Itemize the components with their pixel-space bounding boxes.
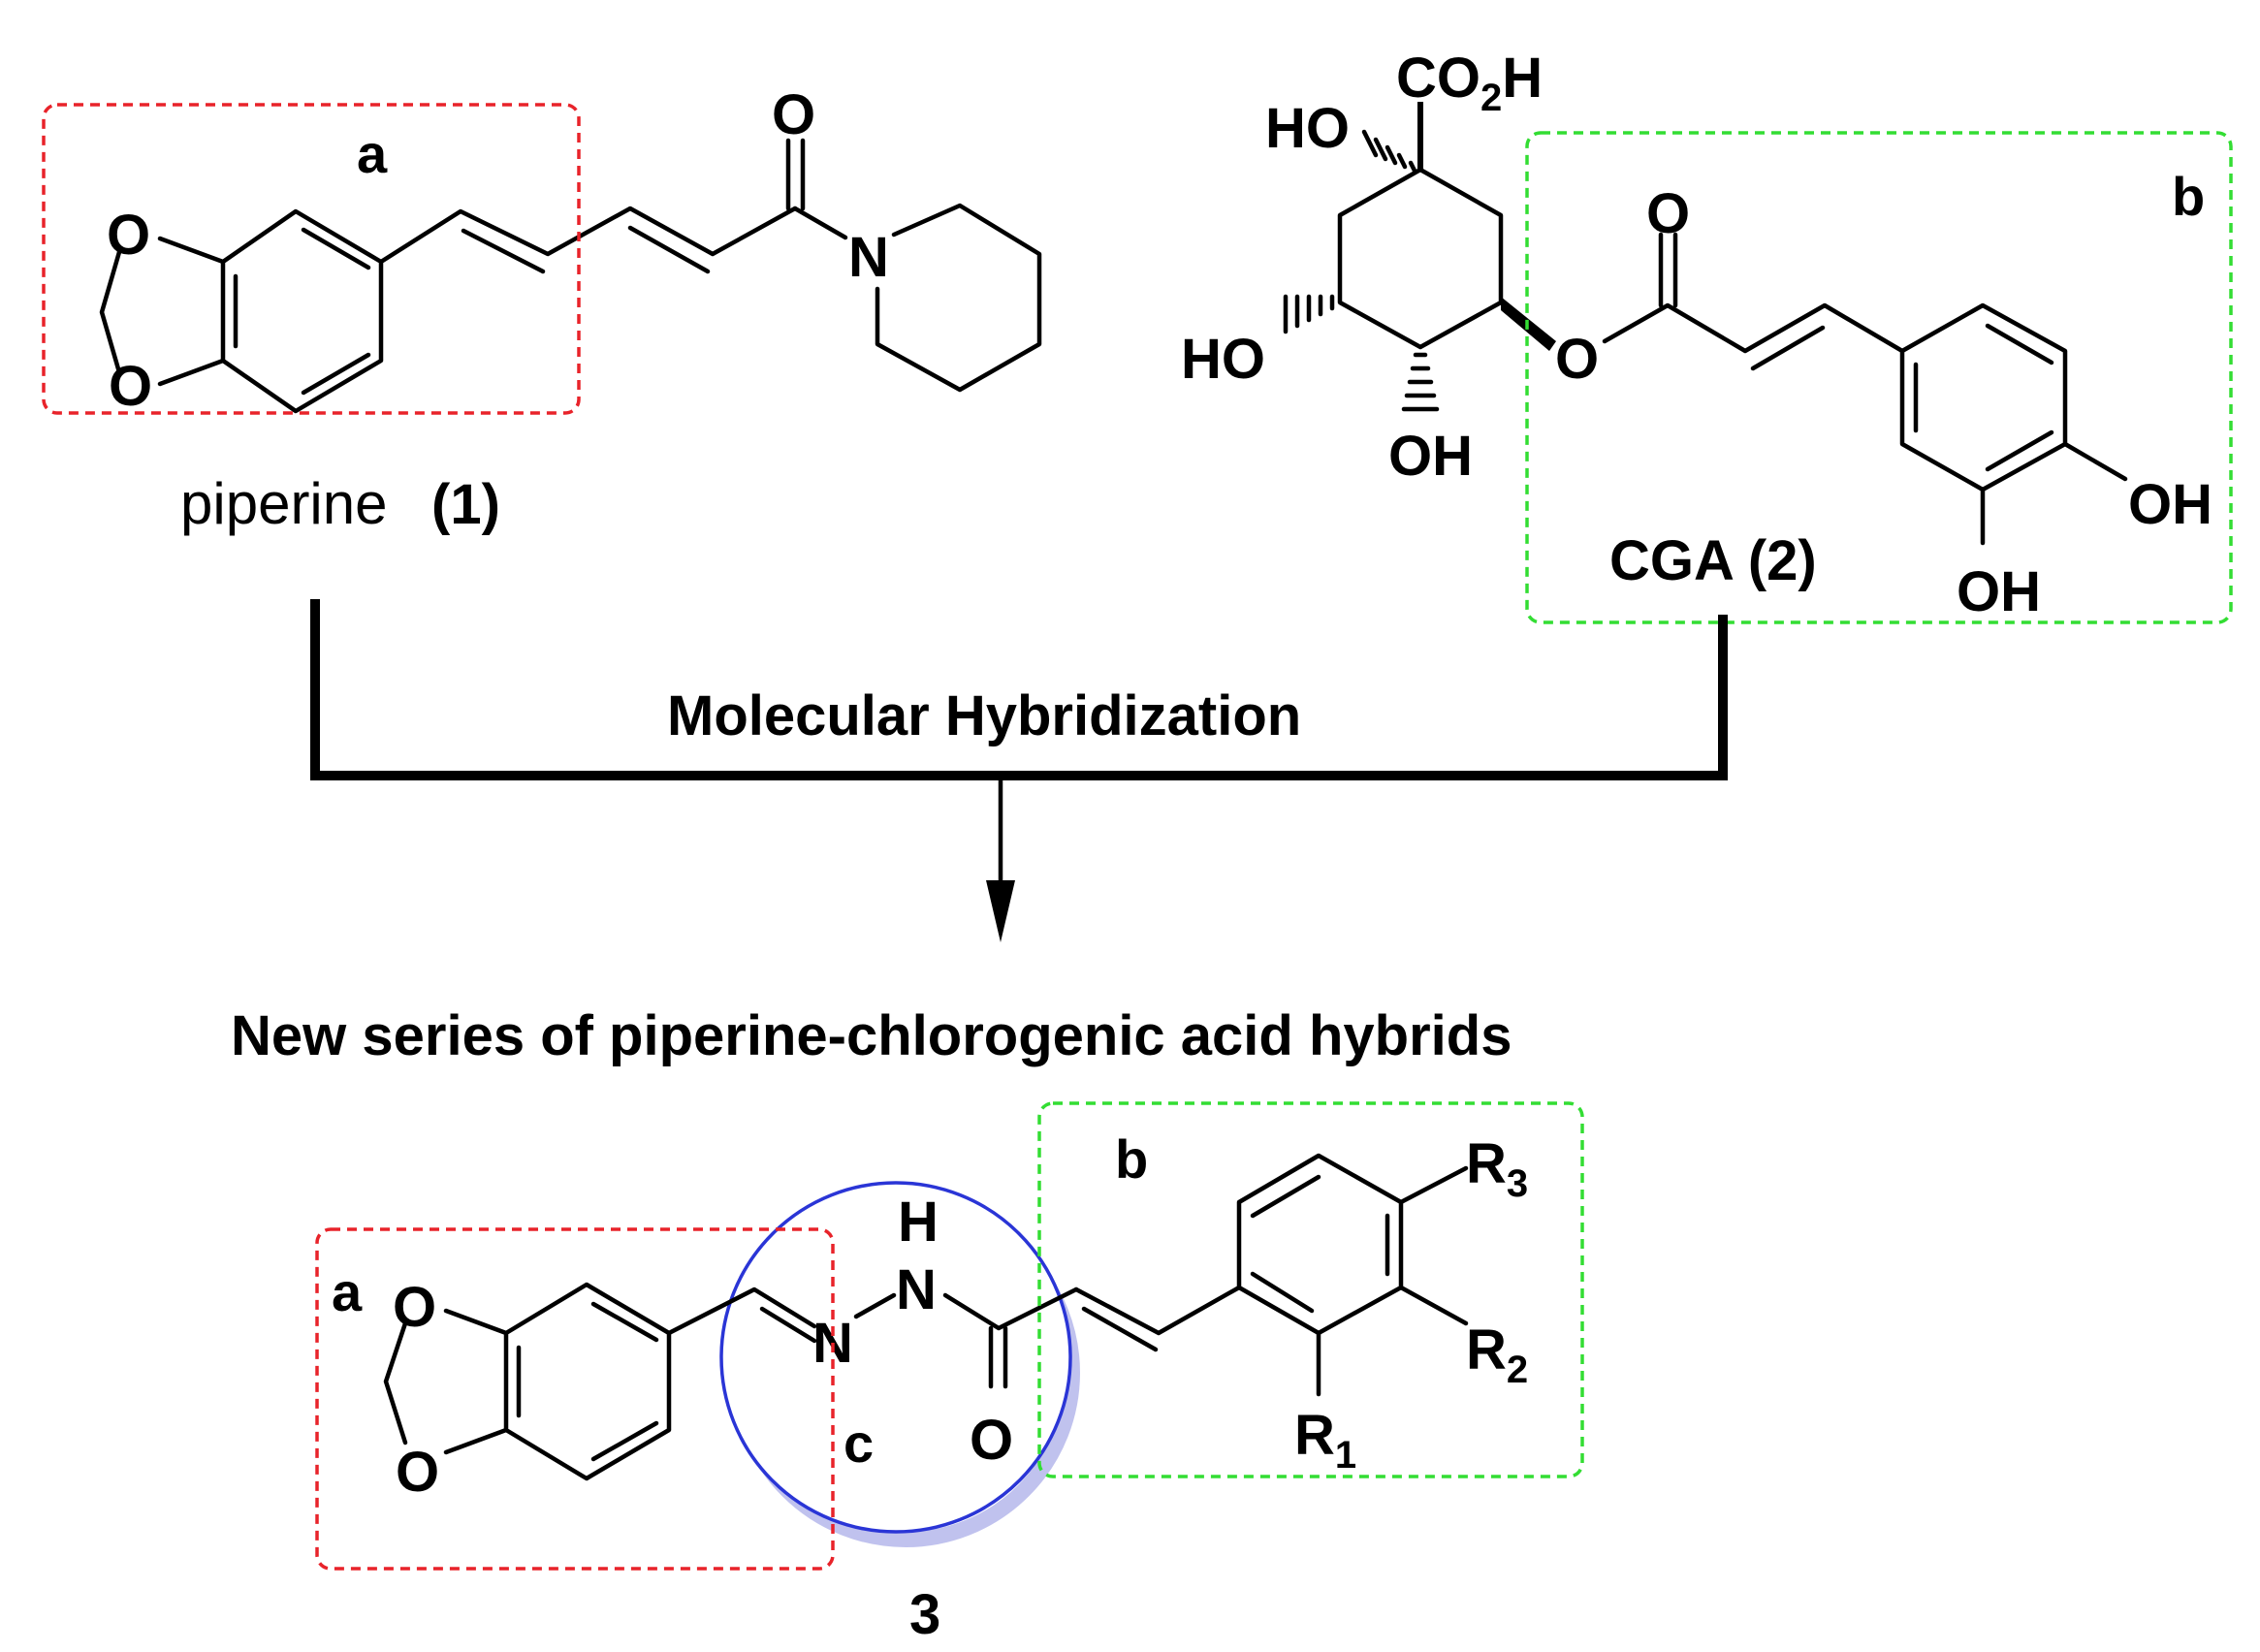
atom-o: O (109, 355, 152, 418)
result-title: New series of piperine-chlorogenic acid … (231, 1004, 1512, 1067)
substituent-r1: R1 (1294, 1404, 1356, 1477)
atom-o: O (393, 1276, 436, 1339)
fragment-b-label: b (2172, 166, 2205, 227)
process-step: Molecular Hybridization (667, 684, 1301, 747)
atom-o: O (772, 83, 815, 146)
carboxyl-group: CO2H (1396, 47, 1543, 119)
cga-label: CGA (2) (1609, 529, 1817, 592)
hybrid-structure (383, 1153, 1469, 1481)
atom-ho: HO (1181, 328, 1265, 391)
atom-o: O (107, 204, 150, 267)
fragment-b-box (1525, 131, 2233, 624)
cga-atoms: CO2H HO HO OH O O OH OH (1181, 47, 2212, 623)
atom-h: H (898, 1191, 939, 1254)
atom-oh: OH (2128, 473, 2212, 536)
fragment-b-label: b (1115, 1128, 1148, 1190)
fragment-a-box (42, 103, 581, 415)
atom-o: O (396, 1441, 439, 1504)
hybridization-connector (310, 599, 1728, 942)
linker-c-circle (719, 1181, 1072, 1534)
substituent-r3: R3 (1466, 1132, 1528, 1205)
fragment-a-label: a (357, 123, 388, 184)
fragment-a-label: a (332, 1261, 363, 1322)
piperine-number: (1) (431, 473, 500, 536)
substituent-r2: R2 (1466, 1318, 1528, 1391)
linker-c-label: c (844, 1413, 874, 1474)
atom-n: N (896, 1258, 937, 1321)
piperine-structure (99, 138, 1042, 414)
atom-o: O (1555, 328, 1599, 391)
hybrid-atoms: O O N N H O R3 R2 R1 (393, 1132, 1528, 1504)
fragment-a-box (315, 1227, 835, 1571)
atom-oh: OH (1388, 425, 1473, 488)
piperine-atoms: O O O N (107, 83, 889, 418)
hybrid-number: 3 (909, 1583, 940, 1646)
atom-o: O (970, 1409, 1013, 1472)
atom-o: O (1646, 182, 1690, 245)
atom-oh: OH (1957, 560, 2041, 623)
atom-ho: HO (1265, 97, 1350, 160)
piperine-name: piperine (180, 471, 388, 536)
fragment-b-box (1037, 1101, 1584, 1478)
atom-n: N (848, 226, 889, 289)
arrow-head (986, 880, 1015, 942)
